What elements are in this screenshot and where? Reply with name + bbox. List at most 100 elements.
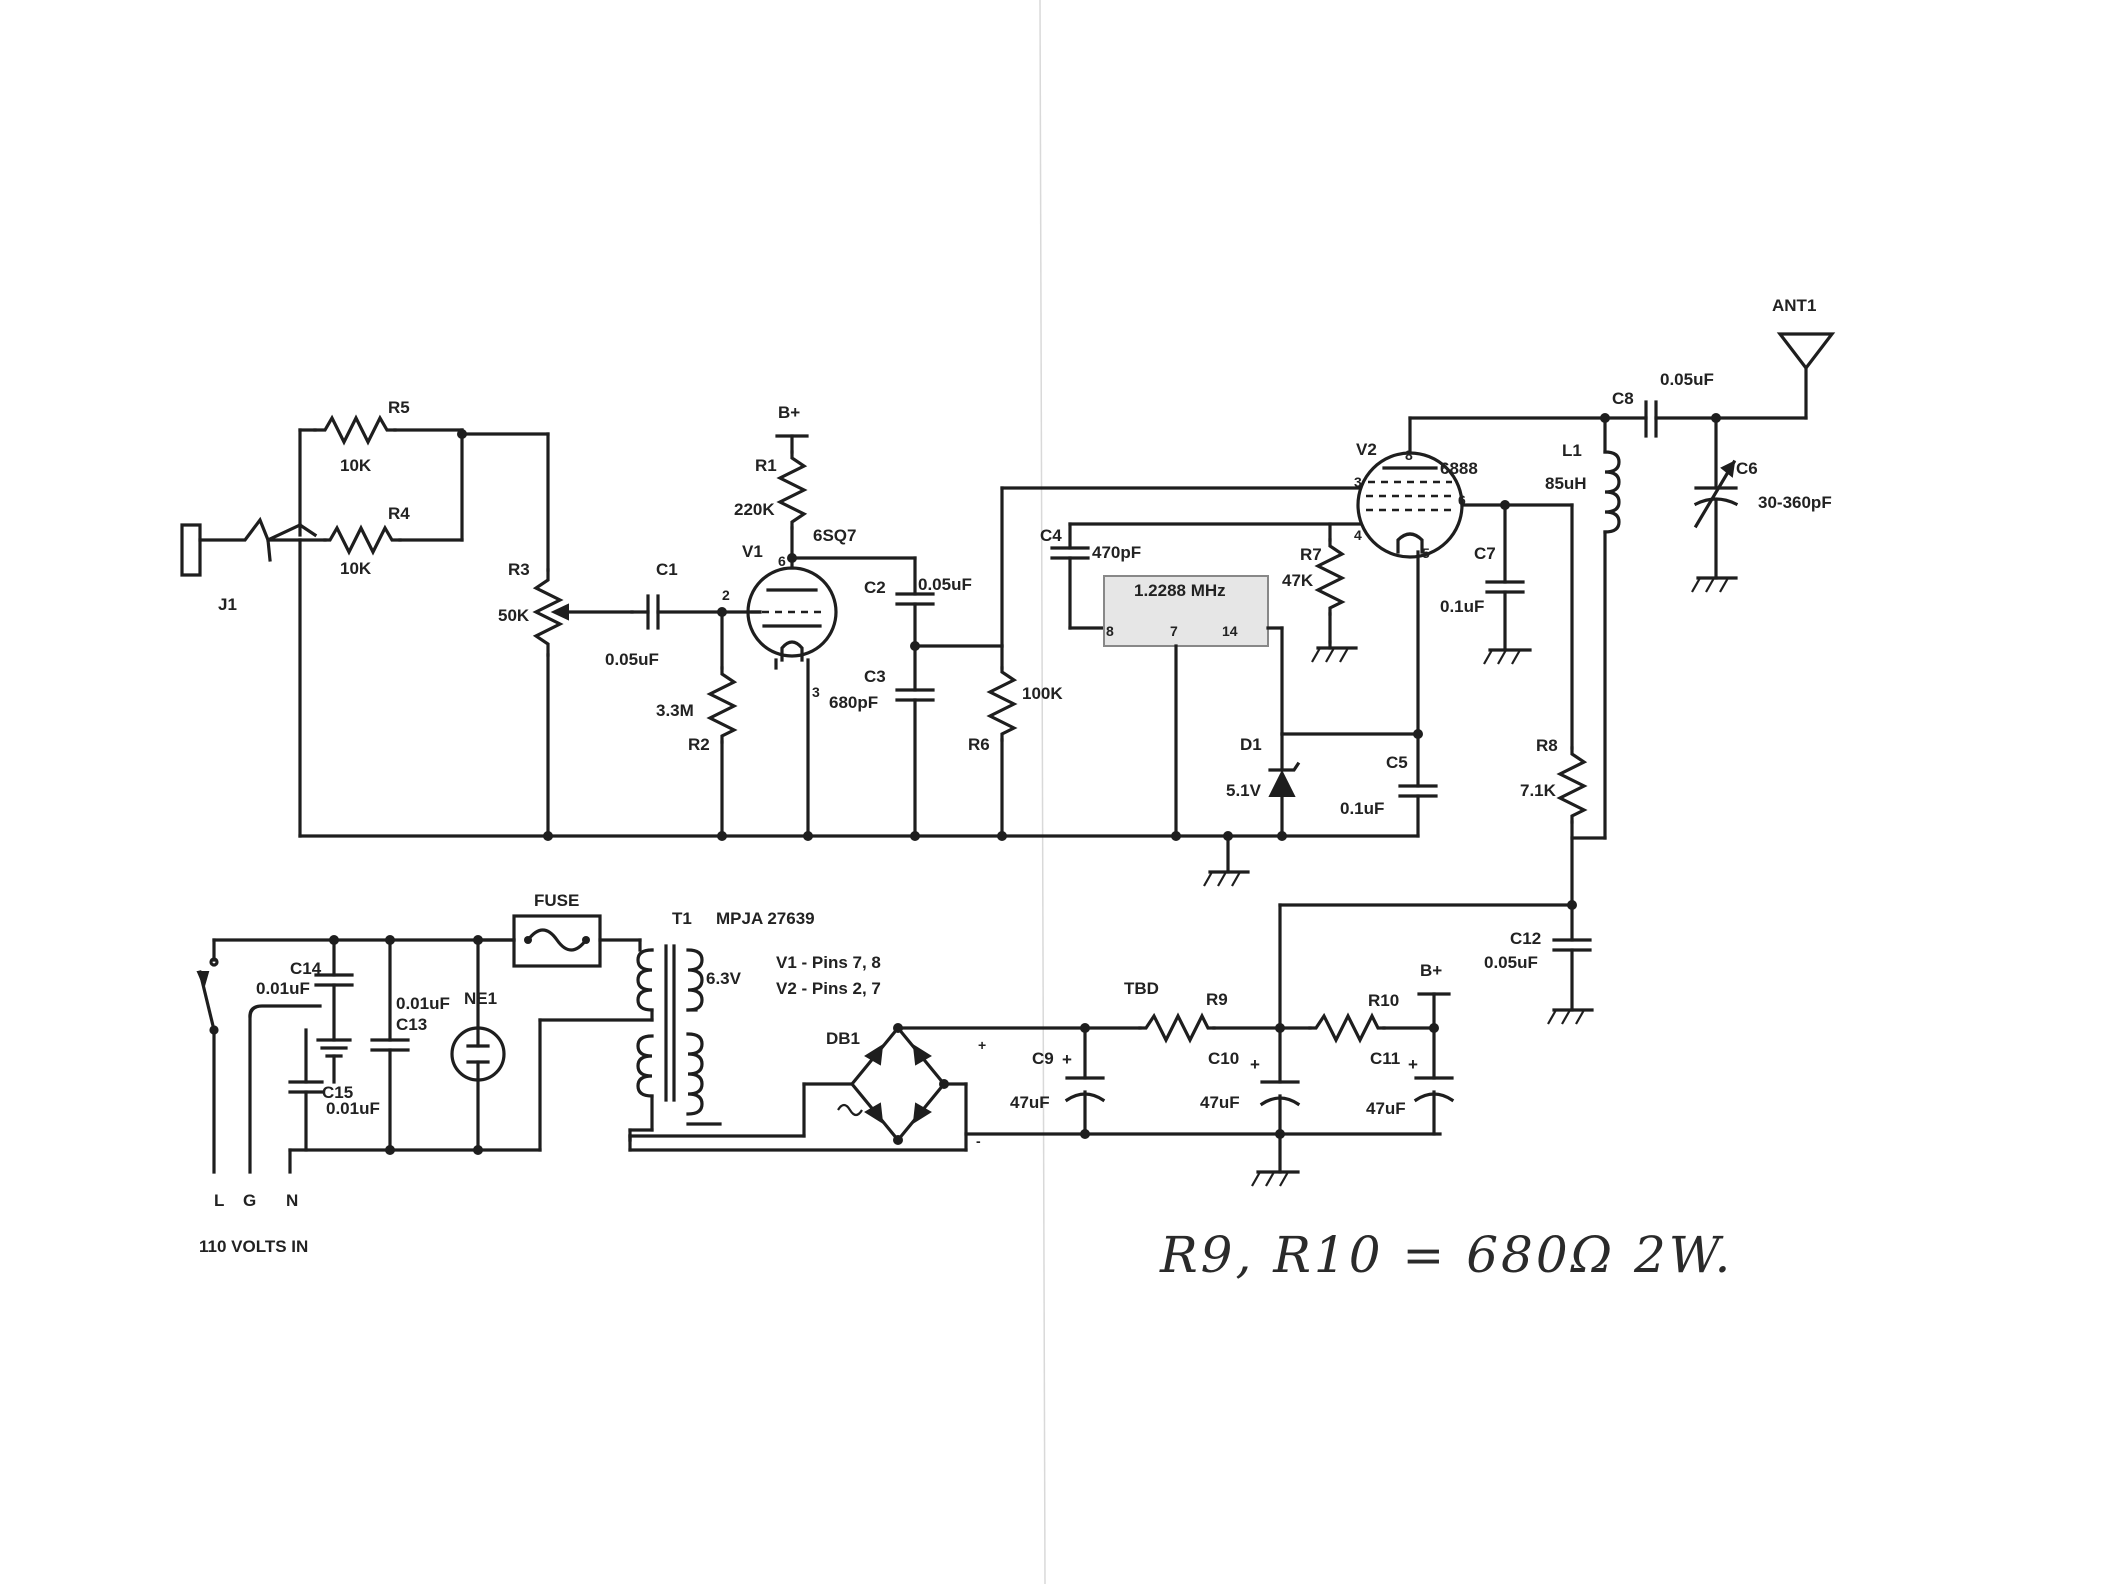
v2-pin4: 4 — [1354, 527, 1362, 543]
t1-part: MPJA 27639 — [716, 909, 815, 928]
ground-symbol-r7 — [1311, 640, 1358, 663]
fuse — [512, 914, 602, 968]
c2-label: C2 — [864, 578, 886, 597]
db1-minus-mark: - — [976, 1133, 981, 1149]
line-n-label: N — [286, 1191, 298, 1210]
db1-plus-mark: + — [978, 1037, 986, 1053]
osc-pin14: 14 — [1222, 623, 1238, 639]
v1-type: 6SQ7 — [813, 526, 856, 545]
c1-value: 0.05uF — [605, 650, 659, 669]
c6-value: 30-360pF — [1758, 493, 1832, 512]
crystal-oscillator — [1103, 575, 1269, 647]
c4-label: C4 — [1040, 526, 1062, 545]
d1-value: 5.1V — [1226, 781, 1262, 800]
r1-value: 220K — [734, 500, 775, 519]
resistor-r8 — [1556, 746, 1588, 824]
c11-plus: + — [1408, 1055, 1418, 1074]
c11-value: 47uF — [1366, 1099, 1406, 1118]
c6-label: C6 — [1736, 459, 1758, 478]
c1-label: C1 — [656, 560, 678, 579]
bplus-supply: B+ — [1420, 961, 1442, 980]
r10-label: R10 — [1368, 991, 1399, 1010]
r8-label: R8 — [1536, 736, 1558, 755]
c15-value: 0.01uF — [326, 1099, 380, 1118]
transformer-t1 — [636, 944, 704, 1116]
tbd-label: TBD — [1124, 979, 1159, 998]
ant1-label: ANT1 — [1772, 296, 1816, 315]
line-g-label: G — [243, 1191, 256, 1210]
v1-pin6: 6 — [778, 553, 786, 569]
l1-label: L1 — [1562, 441, 1582, 460]
c8-value: 0.05uF — [1660, 370, 1714, 389]
c5-label: C5 — [1386, 753, 1408, 772]
c7-label: C7 — [1474, 544, 1496, 563]
heater-note-v1: V1 - Pins 7, 8 — [776, 953, 881, 972]
osc-pin8: 8 — [1106, 623, 1114, 639]
oscillator-frequency: 1.2288 MHz — [1134, 581, 1226, 600]
c10-label: C10 — [1208, 1049, 1239, 1068]
d1-label: D1 — [1240, 735, 1262, 754]
c9-label: C9 — [1032, 1049, 1054, 1068]
c3-label: C3 — [864, 667, 886, 686]
r6-label: R6 — [968, 735, 990, 754]
c4-value: 470pF — [1092, 543, 1141, 562]
c12-label: C12 — [1510, 929, 1541, 948]
v2-pin5: 5 — [1422, 545, 1430, 561]
fuse-label: FUSE — [534, 891, 579, 910]
c9-value: 47uF — [1010, 1093, 1050, 1112]
c14-label: C14 — [290, 959, 322, 978]
r5-label: R5 — [388, 398, 410, 417]
inductor-l1 — [1603, 450, 1621, 534]
v1-pin3: 3 — [812, 684, 820, 700]
c5-value: 0.1uF — [1340, 799, 1384, 818]
c10-value: 47uF — [1200, 1093, 1240, 1112]
c11-label: C11 — [1370, 1049, 1400, 1068]
resistor-r5 — [313, 414, 397, 446]
jack-j1 — [180, 428, 303, 577]
ground-symbol-c12 — [1547, 1008, 1594, 1025]
ne1-label: NE1 — [464, 989, 497, 1008]
j1-label: J1 — [218, 595, 237, 614]
c9-plus: + — [1062, 1050, 1072, 1069]
c14-value: 0.01uF — [256, 979, 310, 998]
bplus-v1: B+ — [778, 403, 800, 422]
c12-value: 0.05uF — [1484, 953, 1538, 972]
tube-v1 — [746, 566, 838, 662]
r3-label: R3 — [508, 560, 530, 579]
v2-pin6: 6 — [1458, 492, 1466, 508]
r2-value: 3.3M — [656, 701, 694, 720]
r7-value: 47K — [1282, 571, 1314, 590]
v2-label: V2 — [1356, 440, 1377, 459]
c13-value: 0.01uF — [396, 994, 450, 1013]
v1-pin2: 2 — [722, 587, 730, 603]
c3-value: 680pF — [829, 693, 878, 712]
neon-lamp-ne1 — [450, 1026, 506, 1082]
r5-value: 10K — [340, 456, 372, 475]
scan-fold-line — [1039, 0, 1046, 1584]
resistor-r7 — [1314, 538, 1346, 616]
heater-note-v2: V2 - Pins 2, 7 — [776, 979, 881, 998]
resistor-r4 — [323, 524, 402, 556]
ground-symbol-c7 — [1483, 648, 1532, 665]
ground-symbol-chassis — [316, 1038, 352, 1058]
r3-value: 50K — [498, 606, 530, 625]
osc-pin7: 7 — [1170, 623, 1178, 639]
antenna-ant1 — [1776, 332, 1836, 371]
ground-symbol-main — [1203, 870, 1250, 887]
r9-label: R9 — [1206, 990, 1228, 1009]
resistor-r2 — [706, 666, 738, 744]
r1-label: R1 — [755, 456, 777, 475]
v2-type: 6888 — [1440, 459, 1478, 478]
v1-label: V1 — [742, 542, 763, 561]
power-switch — [196, 957, 219, 1035]
ground-symbol-c10 — [1251, 1170, 1300, 1187]
ground-symbol-c6 — [1691, 576, 1738, 593]
line-l-label: L — [214, 1191, 224, 1210]
r6-value: 100K — [1022, 684, 1063, 703]
r7-label: R7 — [1300, 545, 1322, 564]
c8-label: C8 — [1612, 389, 1634, 408]
r2-label: R2 — [688, 735, 710, 754]
zener-diode-d1 — [1268, 761, 1301, 797]
c15-label: C15 — [322, 1083, 353, 1102]
